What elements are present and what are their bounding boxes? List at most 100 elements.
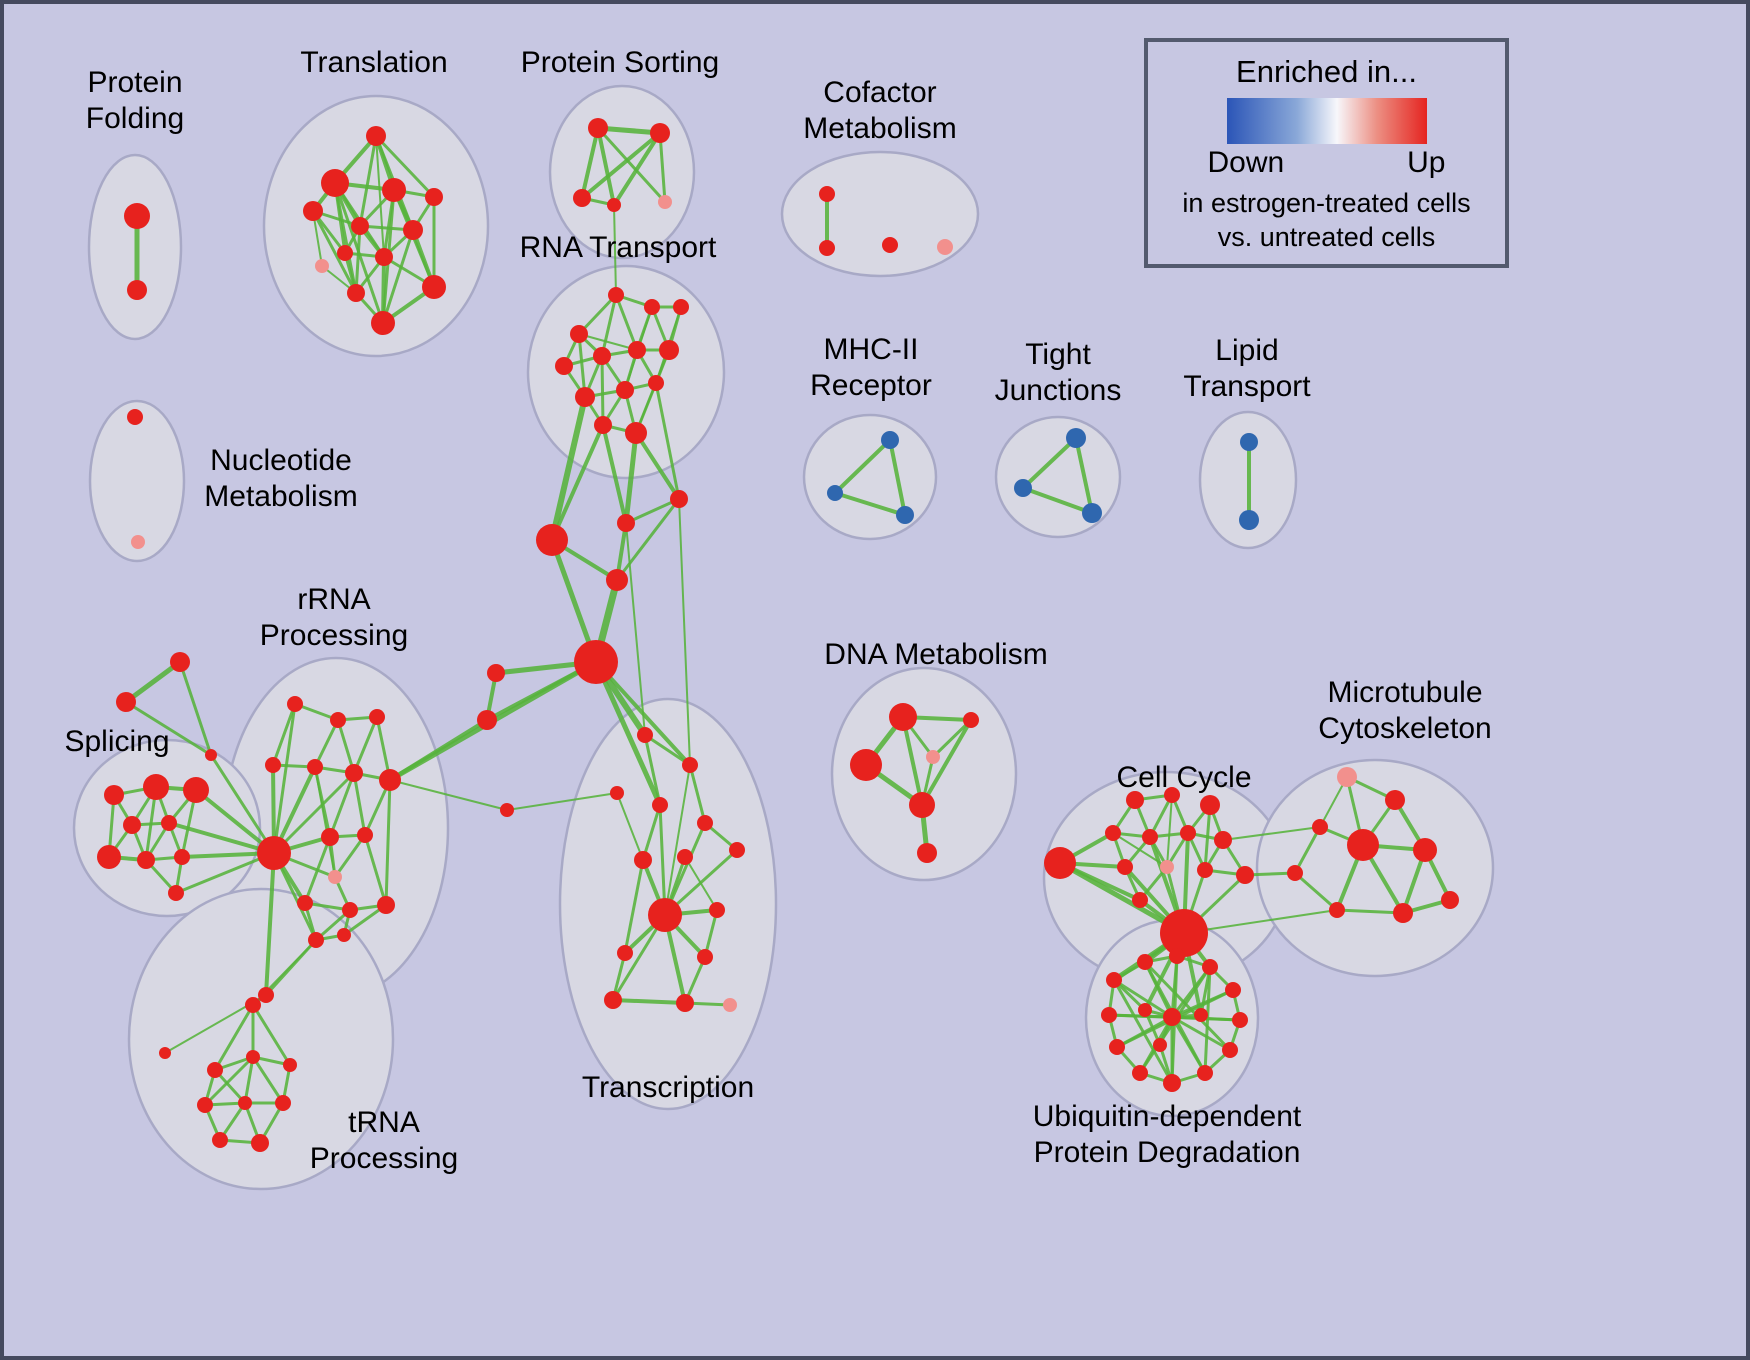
network-edge — [688, 763, 707, 825]
network-edge — [623, 430, 639, 526]
cluster-lipid-transport-label: Lipid — [1215, 334, 1278, 367]
gene-set-node-sl7 — [137, 851, 155, 869]
network-edge — [1293, 871, 1339, 912]
gene-set-node-tc15 — [723, 998, 737, 1012]
gene-set-node-tr13 — [371, 311, 395, 335]
gene-set-node-cc13 — [1132, 892, 1148, 908]
network-edge — [333, 833, 367, 879]
network-edge — [251, 1003, 292, 1067]
gene-set-node-cm2 — [819, 240, 835, 256]
cluster-trna-processing-label: tRNA — [348, 1106, 420, 1139]
gene-set-node-ub9 — [1163, 1074, 1181, 1092]
gene-set-node-rr5 — [307, 759, 323, 775]
cluster-protein-folding-label: Protein — [87, 66, 182, 99]
gene-set-node-tn2 — [245, 997, 261, 1013]
gene-set-node-tc8 — [677, 849, 693, 865]
network-edge — [611, 998, 687, 1005]
network-edge — [167, 821, 276, 855]
network-edge — [580, 126, 600, 200]
network-edge — [1199, 965, 1212, 1017]
cluster-cell-cycle-label: Cell Cycle — [1116, 761, 1251, 794]
gene-set-node-sp0a — [116, 692, 136, 712]
network-edge — [664, 764, 691, 916]
network-edge — [613, 204, 617, 296]
gene-set-node-lt1 — [1240, 433, 1258, 451]
gene-set-node-cn6 — [487, 664, 505, 682]
gene-set-node-tc14 — [676, 994, 694, 1012]
gene-set-node-cc3 — [1164, 787, 1180, 803]
legend-down-label: Down — [1207, 146, 1285, 179]
gene-set-node-ps2 — [650, 123, 670, 143]
gene-set-node-mh2 — [827, 485, 843, 501]
network-edge — [549, 394, 588, 543]
cluster-tight-junctions-label: Junctions — [995, 374, 1122, 407]
gene-set-node-rt2 — [570, 325, 588, 343]
network-edge — [658, 803, 667, 917]
legend-caption-line1: in estrogen-treated cells — [1182, 188, 1471, 218]
gene-set-node-sl6 — [97, 845, 121, 869]
network-edge — [1074, 436, 1094, 515]
gene-set-node-tc6 — [729, 842, 745, 858]
cluster-nucleotide-metabolism-label: Metabolism — [204, 480, 357, 513]
cluster-translation-label: Translation — [300, 46, 447, 79]
gene-set-node-rr3 — [369, 709, 385, 725]
gene-set-node-tj1 — [1066, 428, 1086, 448]
gene-set-node-pf1 — [124, 203, 150, 229]
gene-set-node-cm4 — [937, 239, 953, 255]
network-edge — [600, 354, 605, 427]
gene-set-node-tn6 — [197, 1097, 213, 1113]
gene-set-node-sl8 — [174, 849, 190, 865]
gene-set-node-cc9 — [1117, 859, 1133, 875]
network-edge — [213, 1003, 255, 1072]
gene-set-node-tr9 — [375, 248, 393, 266]
cluster-ubiquitin-degradation-label: Protein Degradation — [1034, 1136, 1301, 1169]
gene-set-node-rr1 — [287, 696, 303, 712]
gene-set-node-rt13 — [625, 422, 647, 444]
network-edge — [352, 715, 379, 775]
gene-set-node-tc4 — [652, 797, 668, 813]
gene-set-node-tn9 — [212, 1132, 228, 1148]
gene-set-node-ub2 — [1137, 954, 1153, 970]
cluster-cofactor-metabolism-label: Cofactor — [823, 76, 936, 109]
cluster-dna-metabolism-label: DNA Metabolism — [824, 638, 1047, 671]
gene-set-node-tr10 — [315, 259, 329, 273]
network-edge — [1143, 960, 1232, 1052]
network-edge — [920, 718, 973, 807]
gene-set-node-mc6 — [1287, 865, 1303, 881]
gene-set-node-tr11 — [422, 275, 446, 299]
gene-set-node-tn4 — [246, 1050, 260, 1064]
legend-caption-line2: vs. untreated cells — [1217, 222, 1436, 252]
gene-set-node-cc5 — [1105, 825, 1121, 841]
gene-set-node-rt5 — [555, 357, 573, 375]
gene-set-node-tn3 — [207, 1062, 223, 1078]
gene-set-node-tn1 — [159, 1047, 171, 1059]
network-edge — [901, 715, 924, 807]
network-edge — [1021, 486, 1094, 515]
network-edge — [596, 126, 667, 204]
legend-title: Enriched in... — [1236, 54, 1417, 89]
gene-set-node-ub14 — [1138, 1003, 1152, 1017]
network-edge — [1183, 909, 1338, 934]
gene-set-node-tn10 — [251, 1134, 269, 1152]
gene-set-node-ub7 — [1222, 1042, 1238, 1058]
gene-set-node-nm1 — [127, 409, 143, 425]
gene-set-node-cn5 — [574, 640, 618, 684]
gene-set-node-tj3 — [1082, 503, 1102, 523]
network-edge — [593, 659, 663, 808]
gene-set-node-cn2 — [617, 514, 635, 532]
network-edge — [601, 423, 628, 525]
network-edge — [374, 134, 436, 199]
network-edge — [614, 293, 639, 352]
network-edge — [203, 1055, 255, 1107]
gene-set-node-cc6 — [1142, 829, 1158, 845]
gene-set-node-ub10 — [1132, 1065, 1148, 1081]
gene-set-node-rt3 — [644, 299, 660, 315]
gene-set-node-cc12 — [1236, 866, 1254, 884]
gene-set-node-ub6 — [1232, 1012, 1248, 1028]
cluster-rrna-processing-label: rRNA — [297, 583, 370, 616]
cluster-transcription-label: Transcription — [582, 1071, 754, 1104]
network-edge — [595, 125, 663, 136]
network-edge — [384, 778, 392, 907]
gene-set-node-nm2 — [131, 535, 145, 549]
network-edge — [251, 1055, 285, 1105]
